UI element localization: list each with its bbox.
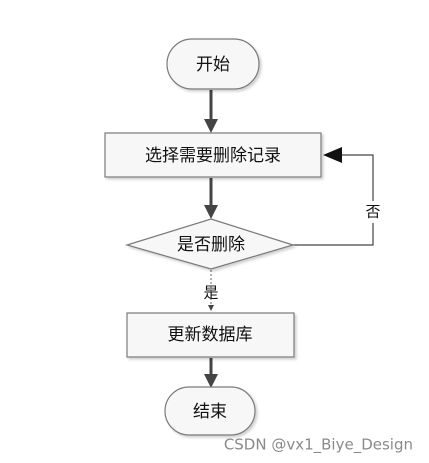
no-loop-connector xyxy=(293,154,374,246)
yes-label: 是 xyxy=(203,284,218,302)
yes-arrowhead xyxy=(208,305,214,311)
decision-label: 是否删除 xyxy=(177,235,245,255)
update-database-label: 更新数据库 xyxy=(168,325,253,345)
start-label: 开始 xyxy=(196,55,230,75)
no-label-background xyxy=(360,201,386,223)
arrowhead-into-select xyxy=(204,119,218,133)
end-terminal xyxy=(164,386,256,436)
end-label: 结束 xyxy=(193,402,227,422)
select-records-process xyxy=(104,132,322,178)
arrowheads xyxy=(204,119,218,388)
select-records-label: 选择需要删除记录 xyxy=(145,146,281,166)
start-terminal xyxy=(166,38,260,90)
no-loop-arrowhead xyxy=(323,147,342,163)
update-database-process xyxy=(126,312,295,358)
delete-decision xyxy=(124,218,296,270)
arrowhead-into-decision xyxy=(204,205,218,219)
arrowhead-into-end xyxy=(204,374,218,388)
watermark: CSDN @vx1_Biye_Design xyxy=(224,436,413,455)
no-label: 否 xyxy=(365,203,380,221)
